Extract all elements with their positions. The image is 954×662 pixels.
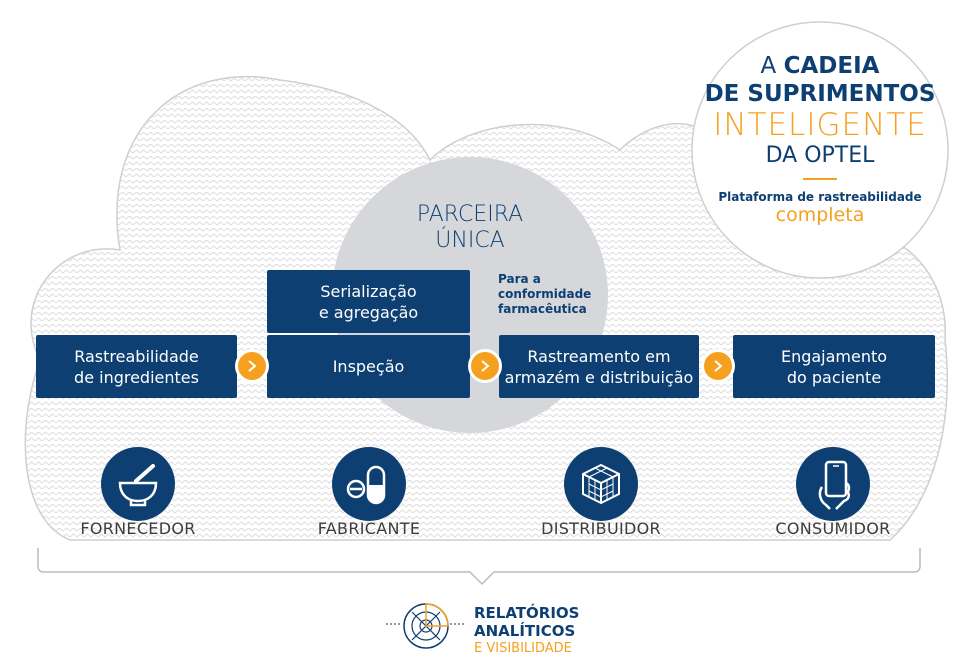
reports-line1: RELATÓRIOS xyxy=(474,604,580,622)
stage-distributor: DISTRIBUIDOR xyxy=(541,519,661,538)
chevron-right-icon xyxy=(701,349,735,383)
headline-line2: DE SUPRIMENTOS xyxy=(704,81,936,107)
bracket-line xyxy=(37,548,921,586)
compliance-label: Para a conformidade farmacêutica xyxy=(498,272,592,316)
platform-complete: completa xyxy=(775,204,865,226)
headline-optel: DA OPTEL xyxy=(765,143,875,168)
platform-label: Plataforma de rastreabilidade xyxy=(718,190,922,204)
reports-line2: ANALÍTICOS xyxy=(474,622,576,640)
stage-supplier: FORNECEDOR xyxy=(80,519,196,538)
serialization-box: Serialização e agregação xyxy=(267,270,470,333)
partner-title-line2: ÚNICA xyxy=(435,228,505,253)
pill-capsule-icon xyxy=(332,447,406,521)
chevron-right-icon xyxy=(235,349,269,383)
reports-block: RELATÓRIOS ANALÍTICOS E VISIBILIDADE xyxy=(474,604,579,658)
reports-line3: E VISIBILIDADE xyxy=(474,641,572,656)
stage-consumer: CONSUMIDOR xyxy=(775,519,891,538)
partner-title: PARCEIRA ÚNICA xyxy=(380,202,560,254)
stage-manufacturer: FABRICANTE xyxy=(317,519,421,538)
smartphone-hand-icon xyxy=(796,447,870,521)
cube-icon xyxy=(564,447,638,521)
headline-intelligent: INTELIGENTE xyxy=(713,107,927,143)
headline-prefix: A xyxy=(760,53,777,79)
inspection-box: Inspeção xyxy=(267,335,470,398)
headline-block: A CADEIA DE SUPRIMENTOS INTELIGENTE DA O… xyxy=(700,52,940,226)
analytics-target-icon xyxy=(386,603,466,649)
engagement-box: Engajamento do paciente xyxy=(733,335,935,398)
mortar-pestle-icon xyxy=(101,447,175,521)
headline-divider xyxy=(803,178,837,180)
warehouse-box: Rastreamento em armazém e distribuição xyxy=(499,335,699,398)
partner-title-line1: PARCEIRA xyxy=(416,202,524,227)
headline-bold: CADEIA xyxy=(783,53,880,79)
chevron-right-icon xyxy=(468,349,502,383)
headline-circle xyxy=(691,21,949,279)
ingredients-box: Rastreabilidade de ingredientes xyxy=(36,335,237,398)
